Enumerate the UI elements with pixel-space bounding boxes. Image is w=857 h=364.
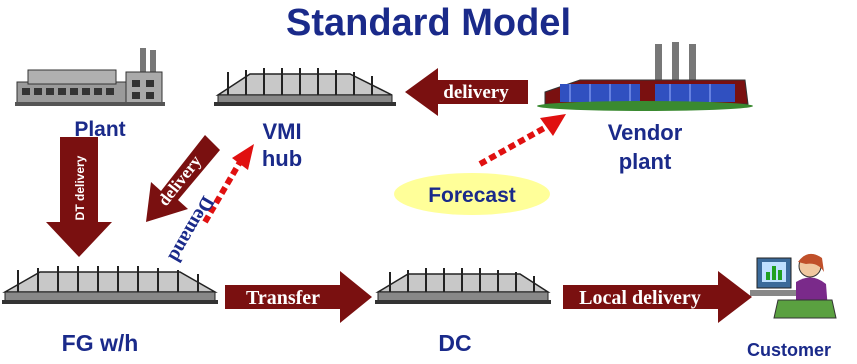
local-delivery-label: Local delivery <box>579 287 701 309</box>
vmi-hub-warehouse-icon <box>214 68 396 106</box>
demand-dotted-arrow <box>202 144 254 224</box>
customer-icon <box>750 253 837 319</box>
vmi-hub-label-line2: hub <box>261 146 303 171</box>
vendor-plant-label-line2: plant <box>618 149 672 174</box>
page-title: Standard Model <box>285 2 572 44</box>
plant-label: Plant <box>74 118 126 141</box>
fg-wh-warehouse-icon <box>2 266 218 304</box>
vmi-hub-label-line1: VMI <box>262 119 302 144</box>
vendor-plant-icon <box>537 42 753 111</box>
transfer-arrow <box>225 271 372 323</box>
local-delivery-arrow <box>563 271 752 323</box>
transfer-label: Transfer <box>246 287 320 309</box>
dt-delivery-label: DT delivery <box>73 155 87 220</box>
vendor-plant-label: Vendor plant <box>590 118 700 176</box>
delivery-arrow-diag <box>146 135 220 222</box>
dt-delivery-arrow <box>46 137 112 257</box>
customer-label: Customer <box>746 340 831 360</box>
delivery-arrow-top <box>405 68 528 116</box>
forecast-bubble <box>394 173 550 215</box>
plant-icon <box>15 48 165 106</box>
vendor-plant-label-line1: Vendor <box>607 120 683 145</box>
dc-warehouse-icon <box>375 268 551 304</box>
fg-wh-label: FG w/h <box>61 330 139 356</box>
forecast-dotted-arrow <box>478 114 566 167</box>
delivery-top-label: delivery <box>443 82 509 103</box>
vmi-hub-label: VMI hub <box>242 118 322 172</box>
forecast-label: Forecast <box>428 184 516 207</box>
dc-label: DC <box>438 330 472 356</box>
